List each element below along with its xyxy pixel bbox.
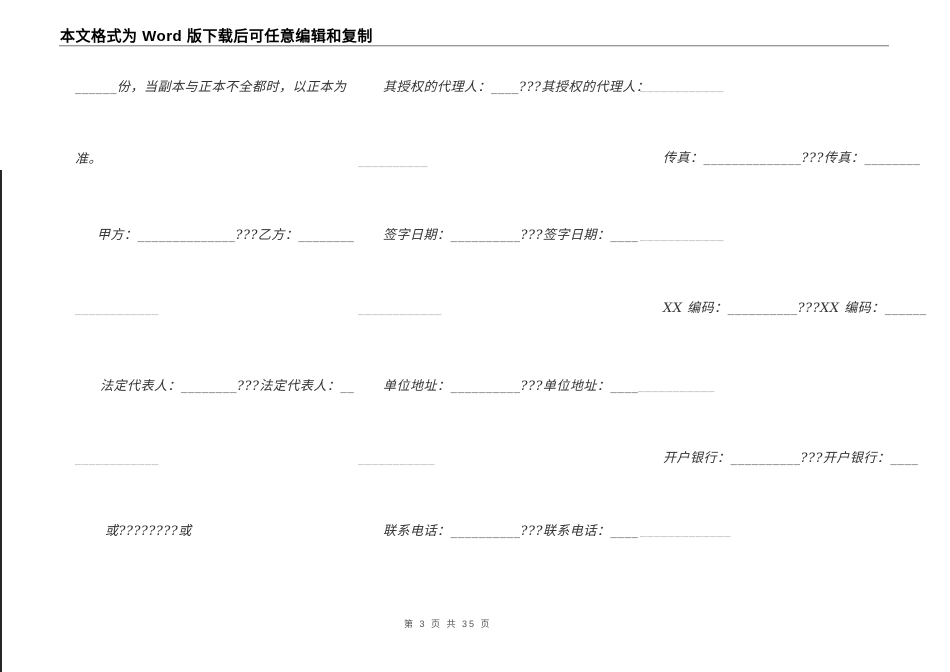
form-line: 准。 (75, 152, 103, 167)
form-line: ______份，当副本与正本不全都时，以正本为 (75, 80, 347, 95)
form-line: 开户银行：__________???开户银行：____ (663, 451, 919, 466)
page-edge-line (0, 170, 2, 672)
blank-underline: __________ (358, 153, 428, 168)
header-notice: 本文格式为 Word 版下载后可任意编辑和复制 (60, 28, 373, 45)
blank-underline: ____________ (640, 78, 724, 93)
form-line: 法定代表人：________???法定代表人：__ (100, 379, 355, 394)
footer-page-number: 第 3 页 共 35 页 (404, 619, 492, 629)
form-line: 传真：______________???传真：________ (663, 151, 921, 166)
blank-underline: ____________ (75, 301, 159, 316)
blank-underline: ____________ (640, 227, 724, 242)
blank-underline: ____________ (358, 301, 442, 316)
blank-underline: _____________ (640, 523, 731, 538)
form-line: XX 编码：__________???XX 编码：______ (663, 301, 927, 316)
blank-underline: ___________ (358, 451, 435, 466)
form-line: 联系电话：__________???联系电话：____ (383, 524, 639, 539)
header-rule (59, 45, 889, 47)
blank-underline: ____________ (75, 451, 159, 466)
form-line: 甲方：______________???乙方：________ (97, 228, 355, 243)
blank-underline: ___________ (638, 378, 715, 393)
form-line: 其授权的代理人：____???其授权的代理人： (383, 80, 650, 95)
form-line: 或????????或 (105, 524, 192, 539)
form-line: 签字日期：__________???签字日期：____ (383, 228, 639, 243)
form-line: 单位地址：__________???单位地址：____ (383, 379, 639, 394)
